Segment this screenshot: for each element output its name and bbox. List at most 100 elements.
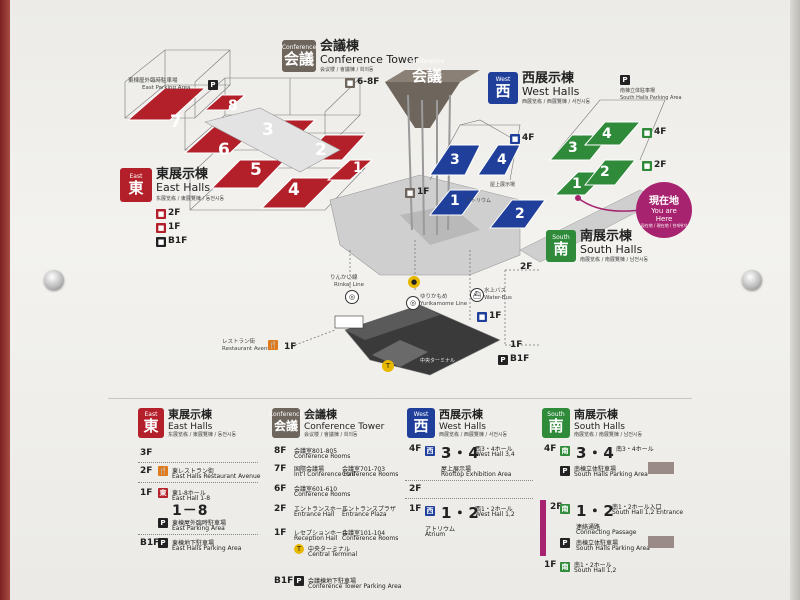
legend-divider [108, 398, 692, 399]
conference-floor-label: 6-8F [357, 77, 380, 87]
west-hall-2 [488, 199, 546, 229]
legend-south-here-bar [540, 500, 546, 556]
legend-east: East 東 東展示棟 East Halls 东展览栋 / 東展覽棟 / 동전시… [138, 408, 261, 552]
west-4f-label: 4F [522, 133, 535, 143]
west-hall-4-label: 4 [497, 152, 508, 168]
west-hall-3-label: 3 [450, 152, 461, 168]
parking-icon: P [208, 80, 218, 90]
south-4f-icon: ■ [642, 128, 652, 138]
east-b1f-icon: ■ [156, 237, 166, 247]
conference-badge: Conference 会議 [282, 40, 316, 72]
east-1f-label: 1F [168, 222, 181, 232]
rinkai-icon: ◎ [345, 290, 359, 304]
legend-east-badge: East 東 [138, 408, 164, 438]
east-2f-icon: ■ [156, 209, 166, 219]
south-subtitle: 南展览栋 / 南展覽棟 / 남전시동 [580, 257, 649, 263]
west-title-en: West Halls [522, 85, 580, 98]
legend-south-title-jp: 南展示棟 [574, 408, 618, 421]
south-parking-label-en: South Halls Parking Area [620, 95, 682, 101]
conference-floor-icon: ■ [345, 78, 355, 88]
south-parking-icon: P [620, 75, 630, 85]
map-b1f-label: B1F [510, 354, 530, 364]
conference-tower-label: Conference 会議 [409, 58, 445, 85]
restaurant-1f-label: 1F [284, 342, 297, 352]
waterbus-label: 水上バス [484, 288, 507, 294]
conference-title-en: Conference Tower [320, 53, 419, 66]
legend-west-badge: West 西 [407, 408, 435, 438]
legend-conference-badge: Conference 会議 [269, 408, 303, 438]
legend-west-title-en: West Halls [439, 422, 486, 432]
west-atrium-label: アトリウム [466, 198, 492, 204]
east-title-jp: 東展示棟 [156, 167, 209, 182]
legend-south: South 南 南展示棟 South Halls 南展览栋 / 南展覽棟 / 남… [540, 404, 683, 600]
legend-conference: Conference 会議 会議棟 Conference Tower 会议楼 /… [268, 408, 402, 590]
restaurant-block [334, 315, 364, 329]
legend-west: West 西 西展示棟 West Halls 西展览栋 / 西展覽棟 / 서전시… [405, 404, 535, 600]
you-are-here-leader [577, 197, 641, 212]
south-hall-2 [583, 159, 637, 186]
taxi-icon: T [382, 360, 394, 372]
east-hall-8 [203, 94, 247, 111]
south-hall-floors [548, 121, 642, 196]
east-hall-3-label: 3 [262, 120, 275, 140]
east-hall-1 [326, 159, 374, 181]
map-1f-label: 1F [489, 311, 502, 321]
west-hall-2-label: 2 [515, 206, 526, 222]
east-hall-5 [210, 159, 287, 189]
south-halls-wireframe [549, 99, 666, 161]
west-hall-floors [428, 144, 546, 229]
waterbus-label-en: Water-Bus [484, 295, 512, 301]
map-b1f-icon: P [498, 355, 508, 365]
west-hall-1-label: 1 [450, 193, 461, 209]
conference-subtitle: 会议楼 / 會議棟 / 회의동 [320, 67, 374, 73]
south-4f-label: 4F [654, 127, 667, 137]
legend-conference-subtitle: 会议楼 / 會議棟 / 회의동 [304, 432, 358, 438]
rinkai-label-en: Rinkai Line [334, 282, 365, 288]
central-terminal-label: 中央ターミナル [420, 358, 456, 364]
map-1f-icon: ■ [477, 312, 487, 322]
west-rooftop-label: 屋上展示場 [490, 182, 516, 188]
south-2f-icon: ■ [642, 161, 652, 171]
south-hall-1-label: 1 [572, 176, 583, 192]
south-title-en: South Halls [580, 243, 643, 256]
legend-west-title-jp: 西展示棟 [439, 408, 483, 421]
east-title-en: East Halls [156, 181, 211, 194]
frame-left-edge [0, 0, 10, 600]
legend-conference-title-jp: 会議棟 [304, 408, 337, 421]
legend-east-title-jp: 東展示棟 [168, 408, 212, 421]
south-parking-label: 南棟立体駐車場 [620, 88, 656, 94]
east-hall-8-label: 8 [228, 98, 239, 114]
east-badge: East 東 [120, 168, 152, 202]
map-2f-label: 2F [520, 262, 533, 272]
east-hall-5-label: 5 [250, 160, 263, 180]
frame-right-edge [790, 0, 800, 600]
east-1f-icon: ■ [156, 223, 166, 233]
restaurant-label: レストラン街 [222, 339, 256, 345]
east-hall-6-label: 6 [218, 140, 231, 160]
legend-south-title-en: South Halls [574, 422, 625, 432]
legend-east-title-en: East Halls [168, 422, 213, 432]
south-hall-4-label: 4 [602, 126, 613, 142]
east-hall-7-label: 7 [170, 112, 183, 132]
legend-south-badge: South 南 [542, 408, 570, 438]
east-2f-label: 2F [168, 208, 181, 218]
east-b1f-label: B1F [168, 236, 188, 246]
east-parking-label-en: East Parking Area [142, 85, 191, 91]
yurikamome-icon: ◎ [406, 296, 420, 310]
east-hall-2-label: 2 [315, 140, 328, 160]
east-parking-label: 東棟屋外臨時駐車場 [128, 78, 178, 84]
restaurant-icon: 🍴 [268, 340, 278, 350]
mounting-bolt-left [44, 270, 64, 290]
central-terminal-roof [345, 305, 440, 340]
east-subtitle: 东展览栋 / 東展覽棟 / 동전시동 [156, 196, 225, 202]
mounting-bolt-right [742, 270, 762, 290]
conference-tower-roof [385, 70, 480, 82]
legend-west-subtitle: 西展览栋 / 西展覽棟 / 서전시동 [439, 432, 508, 438]
yurikamome-station-icon: ● [408, 276, 420, 288]
yurikamome-label: ゆりかもめ [420, 294, 448, 300]
south-badge: South 南 [546, 230, 576, 262]
rinkai-label: りんかい線 [330, 275, 358, 281]
restaurant-label-en: Restaurant Avenue [222, 346, 275, 352]
map-1f-label-lower: 1F [510, 340, 523, 350]
